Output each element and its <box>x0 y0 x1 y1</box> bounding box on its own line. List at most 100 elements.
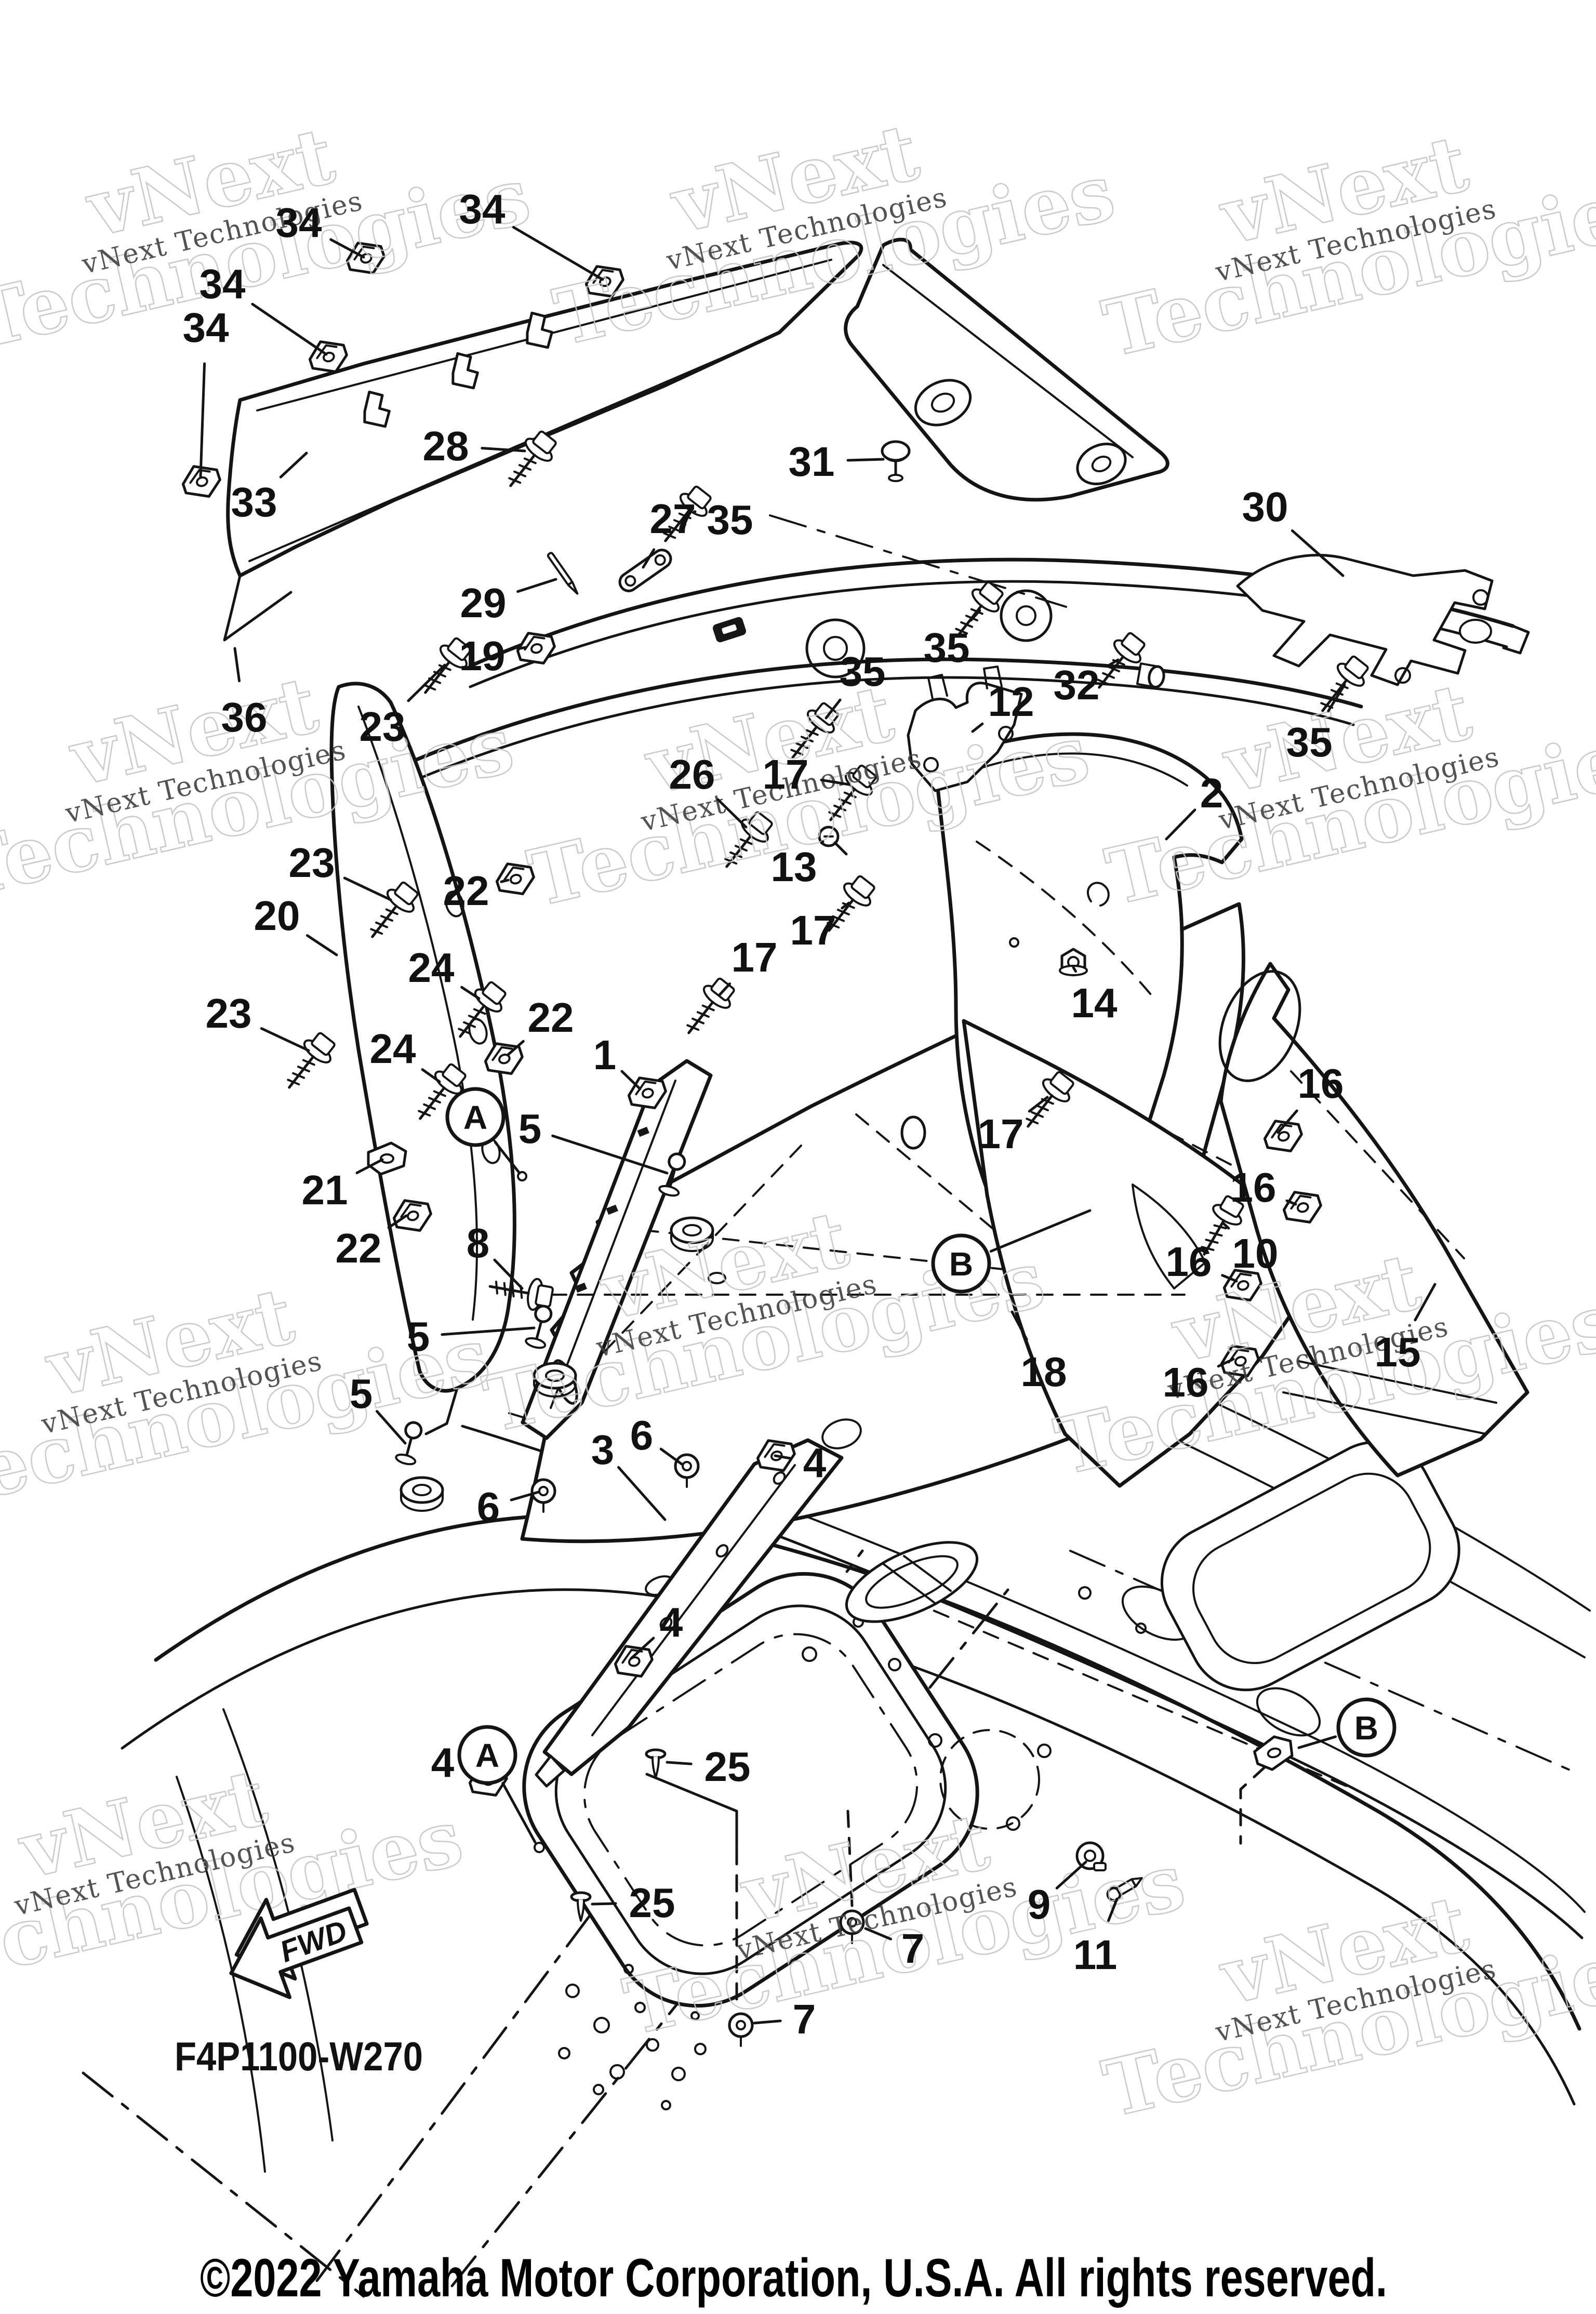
vent-grate <box>845 1541 979 1623</box>
grommet-icon <box>882 442 909 481</box>
callout-label: 26 <box>669 751 715 797</box>
link-plate-icon <box>616 547 674 594</box>
callout-4: 4 <box>774 1440 827 1486</box>
callout-label: 17 <box>790 907 836 953</box>
leader-line <box>864 1927 893 1940</box>
part-top-panel-right <box>844 237 1169 502</box>
callout-32: 32 <box>1054 658 1120 708</box>
leader-line <box>969 609 981 622</box>
callout-label: 4 <box>803 1440 827 1486</box>
leader-line <box>1285 1199 1297 1206</box>
callout-label: 25 <box>704 1744 751 1790</box>
callout-25: 25 <box>666 1744 751 1790</box>
callout-label: 9 <box>1028 1881 1051 1927</box>
callout-label: 6 <box>477 1484 500 1530</box>
leader-line <box>387 1214 408 1229</box>
callout-circle <box>1336 1697 1396 1758</box>
callout-label: 2 <box>1200 770 1223 816</box>
callout-B: B <box>931 1209 1092 1294</box>
callout-19: 19 <box>459 633 527 679</box>
callout-9: 9 <box>1028 1860 1087 1927</box>
callout-6: 6 <box>630 1412 683 1466</box>
callout-label: 1 <box>593 1032 617 1078</box>
callout-label: 17 <box>763 751 809 797</box>
callout-21: 21 <box>302 1158 384 1213</box>
callout-27: 27 <box>642 496 696 569</box>
callout-5: 5 <box>518 1106 669 1175</box>
footer-copyright: ©2022 Yamaha Motor Corporation, U.S.A. A… <box>200 2248 1387 2308</box>
deck-speckles <box>558 1964 707 2110</box>
leader-line <box>824 698 842 720</box>
callout-label: 4 <box>660 1599 683 1645</box>
callout-14: 14 <box>1071 966 1118 1026</box>
callout-35: 35 <box>824 648 885 720</box>
callout-11: 11 <box>1073 1897 1119 1978</box>
leader-line <box>1106 658 1120 668</box>
callout-label: 5 <box>407 1313 430 1360</box>
leader-line <box>846 458 885 462</box>
leader-line <box>1297 1735 1337 1749</box>
leader-line <box>820 840 824 844</box>
barrel-nut-icon <box>1137 663 1165 688</box>
callout-label: 24 <box>370 1026 416 1072</box>
callout-label: 4 <box>431 1739 455 1786</box>
callout-label: 23 <box>289 840 335 886</box>
callout-label: 22 <box>336 1225 382 1271</box>
callout-circle <box>445 1087 506 1147</box>
callout-34: 34 <box>200 261 328 356</box>
leader-line <box>642 548 656 569</box>
leader-line <box>620 1070 642 1090</box>
callout-35: 35 <box>1286 683 1346 765</box>
leader-line <box>1414 1283 1437 1322</box>
leader-line <box>989 1209 1092 1253</box>
callout-label: B <box>1354 1709 1378 1747</box>
leader-line <box>343 876 392 901</box>
callout-label: A <box>475 1737 499 1774</box>
leader-line <box>1055 1860 1087 1890</box>
callout-label: 34 <box>183 304 229 351</box>
leader-line <box>1217 1358 1235 1368</box>
leader-line <box>305 934 338 956</box>
callout-label: 20 <box>254 893 300 939</box>
callout-label: 8 <box>467 1220 490 1266</box>
callout-label: 22 <box>443 868 489 914</box>
leader-line <box>753 2019 782 2025</box>
part-15-fin <box>1132 962 1530 1478</box>
pin-icon <box>546 551 581 596</box>
leader-line <box>717 982 732 997</box>
leader-line <box>199 362 206 478</box>
leader-line <box>516 578 557 593</box>
callout-label: A <box>463 1099 487 1136</box>
leader-line <box>1165 808 1196 841</box>
callout-17: 17 <box>763 751 850 797</box>
callout-4: 4 <box>630 1599 683 1660</box>
callout-17: 17 <box>790 901 850 953</box>
leader-line <box>1028 1096 1049 1113</box>
callout-label: 17 <box>978 1111 1024 1157</box>
leader-line <box>329 238 365 259</box>
callout-16: 16 <box>1230 1164 1297 1211</box>
callout-label: 31 <box>789 438 835 485</box>
callout-3: 3 <box>591 1427 667 1521</box>
callout-label: 10 <box>1232 1230 1279 1276</box>
callout-label: 34 <box>200 261 246 307</box>
callout-label: 3 <box>591 1427 615 1473</box>
leader-line <box>494 1141 521 1175</box>
construction-lines <box>517 1171 1267 2003</box>
callout-label: 36 <box>221 694 268 740</box>
callout-label: 25 <box>629 1880 675 1926</box>
leader-line <box>355 1158 384 1175</box>
callout-label: 16 <box>1163 1359 1209 1405</box>
rubber-mount-icon <box>401 1478 443 1511</box>
callout-18: 18 <box>1010 1310 1067 1395</box>
leader-line <box>716 798 748 829</box>
leader-line <box>512 225 604 281</box>
callout-label: 19 <box>459 633 506 679</box>
leader-line <box>516 646 527 650</box>
callout-label: 35 <box>1286 719 1333 765</box>
leader-line <box>1276 1109 1298 1134</box>
